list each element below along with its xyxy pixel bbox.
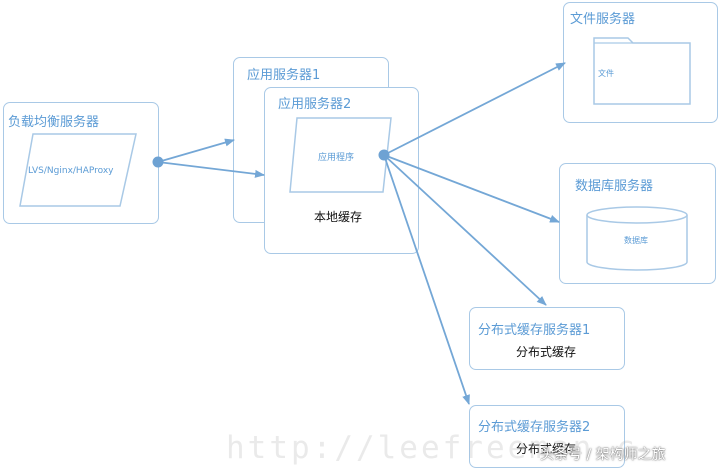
distributed-cache-server-1-title: 分布式缓存服务器1 [478, 323, 591, 338]
database-server-title: 数据库服务器 [575, 179, 654, 194]
application-connector-dot [378, 149, 390, 161]
local-cache-label: 本地缓存 [314, 210, 363, 224]
file-server-title: 文件服务器 [570, 12, 636, 27]
footer-caption: 头条号 / 架构师之旅 [540, 447, 666, 463]
load-balancer-title: 负载均衡服务器 [8, 115, 100, 130]
folder-label: 文件 [598, 69, 614, 78]
distributed-cache-server-2-box [469, 405, 625, 468]
proxy-parallelogram [19, 133, 137, 207]
watermark-text: http://leefreeman.c [226, 430, 638, 466]
distributed-cache-1-label: 分布式缓存 [516, 345, 577, 359]
app-server-1-title: 应用服务器1 [247, 68, 321, 83]
folder-icon [593, 37, 691, 105]
distributed-cache-server-1-box [469, 307, 625, 370]
connectors [157, 62, 566, 405]
distributed-cache-2-label: 分布式缓存 [516, 442, 577, 456]
app-server-2-title: 应用服务器2 [278, 97, 352, 112]
proxy-label: LVS/Nginx/HAProxy [28, 166, 114, 176]
database-label: 数据库 [624, 236, 648, 245]
load-balancer-connector-dot [152, 156, 164, 168]
application-parallelogram [289, 117, 392, 193]
application-label: 应用程序 [318, 153, 355, 163]
database-cylinder-icon [586, 206, 688, 271]
distributed-cache-server-2-title: 分布式缓存服务器2 [478, 420, 591, 435]
